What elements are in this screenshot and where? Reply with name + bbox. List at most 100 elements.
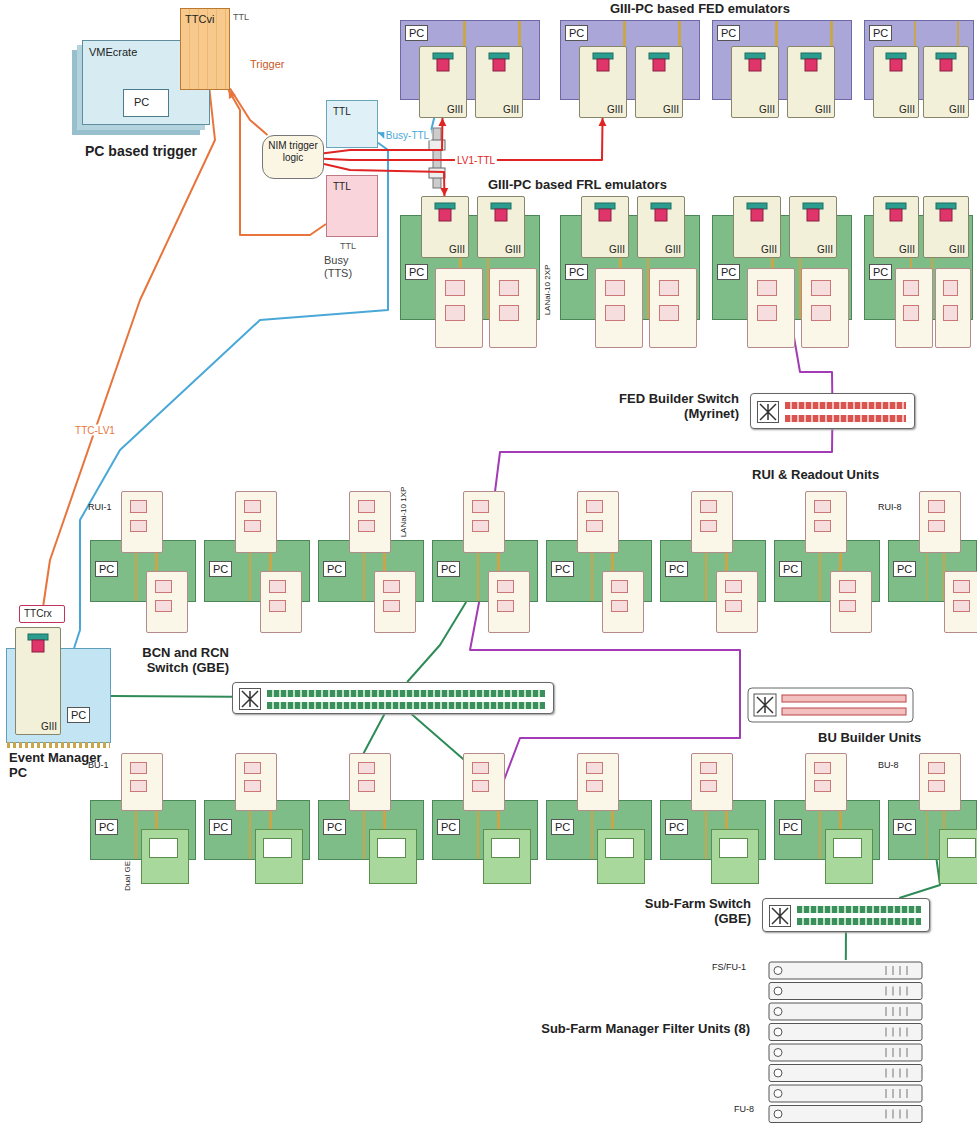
node-label: TTL <box>333 106 351 118</box>
lanai-card <box>691 753 733 811</box>
chip-icon <box>934 201 958 225</box>
ttcvi-card: TTCvi <box>180 8 230 90</box>
pc-board: PC <box>318 540 424 602</box>
arrowhead <box>440 188 448 196</box>
annotation: GIII-PC based FRL emulators <box>488 178 667 193</box>
lanai-card <box>919 753 961 811</box>
port-strip <box>267 690 545 697</box>
filter-rack: Sub-Farm Manager Filter Units (8) <box>768 960 923 1125</box>
lanai-card <box>595 268 643 348</box>
lanai-card <box>805 753 847 811</box>
heading: Sub-Farm Manager Filter Units (8) <box>530 1022 750 1037</box>
node-label: TTCvi <box>185 13 214 26</box>
connector-line <box>111 695 232 698</box>
lanai-card <box>577 491 619 553</box>
connector <box>407 602 466 682</box>
nic-card <box>711 829 759 884</box>
lanai-card <box>374 571 416 633</box>
event-manager-pc: PCEvent Manager PCGIIITTCrx <box>6 648 111 743</box>
ttl-box: TTL <box>326 175 378 237</box>
giii-card: GIII <box>733 196 781 258</box>
giii-card: GIII <box>637 196 685 258</box>
connector-line <box>43 90 215 605</box>
lanai-card <box>944 571 977 633</box>
node-label: PC <box>779 561 802 577</box>
node-label: PC <box>67 707 90 723</box>
pc-board: PC <box>90 800 196 860</box>
node-label: PC <box>437 561 460 577</box>
pc-board: PC <box>546 800 652 860</box>
node-label: GIII <box>949 244 965 256</box>
node-label: PC <box>893 561 916 577</box>
node-label: GIII <box>759 104 775 116</box>
giii-card: GIII <box>477 196 525 258</box>
node-label: PC <box>209 819 232 835</box>
annotation: TTL <box>340 241 356 251</box>
giii-card: GIII <box>635 46 683 118</box>
node-label: VMEcrate <box>89 46 137 59</box>
pc-board: PC <box>432 800 538 860</box>
switch-icon <box>239 688 261 710</box>
port-strip <box>785 415 906 422</box>
lanai-card <box>489 268 537 348</box>
network-switch: BCN and RCN Switch (GBE) <box>232 682 554 714</box>
node-label: PC <box>551 819 574 835</box>
pc-board: PC <box>888 800 977 860</box>
giii-card: GIII <box>419 46 467 118</box>
connector <box>899 860 940 898</box>
node-label: GIII <box>41 721 57 733</box>
annotation: Trigger <box>250 58 284 71</box>
pc-board: PC <box>204 800 310 860</box>
arrowhead <box>438 118 446 126</box>
chip-icon <box>593 201 617 225</box>
annotation: Busy (TTS) <box>324 254 372 279</box>
logic-box: NIM trigger logic <box>262 135 324 179</box>
connector-line <box>845 932 847 960</box>
giii-card: GIII <box>421 196 469 258</box>
giii-card: GIII <box>789 196 837 258</box>
annotation: TTL <box>233 12 249 22</box>
node-label: PC <box>717 25 740 41</box>
annotation: GIII-PC based FED emulators <box>610 2 790 17</box>
pc-board: PCGIIIGIII <box>560 215 700 320</box>
chip-icon <box>884 201 908 225</box>
annotation: Dual GE <box>123 861 132 891</box>
chip-icon <box>745 201 769 225</box>
lanai-card <box>895 268 933 348</box>
pc-box: PC <box>123 89 169 117</box>
pc-board: PCGIIIGIII <box>400 215 540 320</box>
connector <box>111 695 232 697</box>
switch-icon <box>757 401 779 423</box>
lanai-card <box>919 491 961 553</box>
annotation: BU Builder Units <box>818 731 921 746</box>
port-strip <box>267 702 545 709</box>
annotation: RUI & Readout Units <box>752 468 879 483</box>
pc-board: PC <box>888 540 977 602</box>
chip-icon <box>431 51 455 75</box>
giii-card: GIII <box>873 46 919 118</box>
lanai-card <box>691 491 733 553</box>
connector-line <box>407 602 466 682</box>
lanai-card <box>830 571 872 633</box>
node-label: PC <box>893 819 916 835</box>
node-label: GIII <box>503 104 519 116</box>
annotation: LANai-10 1XP <box>399 487 408 538</box>
lanai-card <box>121 753 163 811</box>
nic-card <box>939 829 977 884</box>
node-label: PC <box>869 25 892 41</box>
port-strip <box>797 906 921 913</box>
pc-board: PC <box>204 540 310 602</box>
chip-icon <box>591 51 615 75</box>
lanai-card <box>801 268 849 348</box>
chip-icon <box>799 51 823 75</box>
node-label: GIII <box>663 104 679 116</box>
edge-label: TTC-LV1 <box>73 425 117 436</box>
pc-board: PC <box>660 540 766 602</box>
network-switch: Sub-Farm Switch (GBE) <box>762 898 930 932</box>
lanai-card <box>235 491 277 553</box>
network-switch: FED Builder Switch (Myrinet) <box>750 393 915 429</box>
nic-card <box>255 829 303 884</box>
ttl-box: TTL <box>326 100 378 148</box>
lanai-card <box>716 571 758 633</box>
node-label: GIII <box>449 244 465 256</box>
